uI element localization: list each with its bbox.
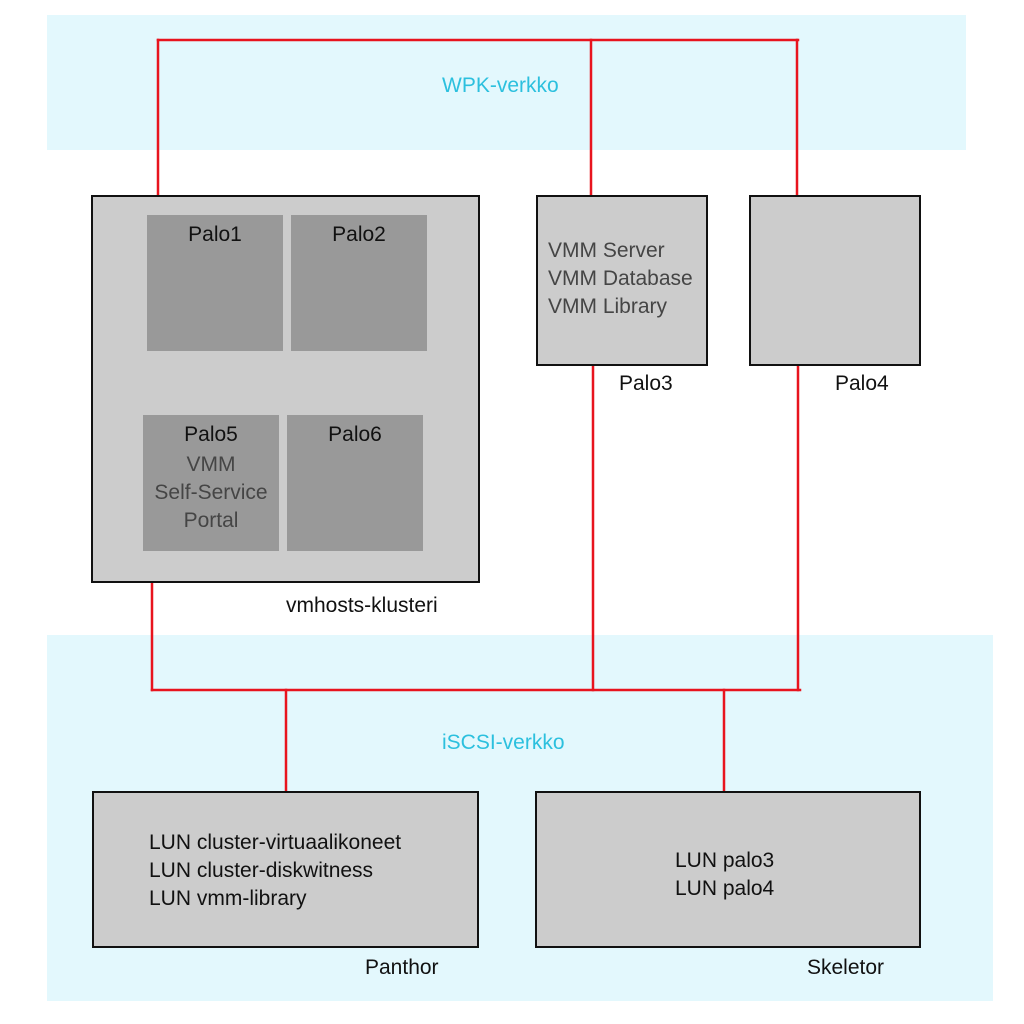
panthor-caption: Panthor — [365, 956, 439, 979]
blade-palo2: Palo2 — [291, 215, 427, 351]
palo5-role-line: Portal — [183, 509, 239, 532]
lun-item: LUN cluster-diskwitness — [149, 859, 374, 882]
wpk-network-zone — [47, 15, 966, 150]
palo3-role-line: VMM Database — [548, 267, 693, 290]
vmhosts-cluster-caption: vmhosts-klusteri — [286, 594, 438, 617]
skeletor-storage: LUN palo3 LUN palo4 — [535, 791, 921, 948]
iscsi-network-label: iSCSI-verkko — [442, 731, 565, 754]
blade-palo5-roles: VMM Self-Service Portal — [143, 451, 279, 535]
blade-palo1: Palo1 — [147, 215, 283, 351]
palo3-caption: Palo3 — [619, 372, 673, 395]
palo5-role-line: Self-Service — [154, 481, 268, 504]
palo4-caption: Palo4 — [835, 372, 889, 395]
skeletor-lun-list: LUN palo3 LUN palo4 — [675, 847, 774, 903]
palo3-server: VMM Server VMM Database VMM Library — [536, 195, 708, 366]
blade-palo6: Palo6 — [287, 415, 423, 551]
palo3-role-line: VMM Library — [548, 295, 668, 318]
lun-item: LUN palo4 — [675, 877, 775, 900]
palo3-roles: VMM Server VMM Database VMM Library — [548, 237, 693, 321]
blade-palo5-label: Palo5 — [184, 423, 238, 446]
palo3-role-line: VMM Server — [548, 239, 665, 262]
lun-item: LUN vmm-library — [149, 887, 307, 910]
palo5-role-line: VMM — [186, 453, 236, 476]
blade-palo6-label: Palo6 — [328, 423, 382, 446]
lun-item: LUN palo3 — [675, 849, 775, 872]
palo4-server — [749, 195, 921, 366]
lun-item: LUN cluster-virtuaalikoneet — [149, 831, 402, 854]
skeletor-caption: Skeletor — [807, 956, 885, 979]
blade-palo1-label: Palo1 — [188, 223, 242, 246]
panthor-storage: LUN cluster-virtuaalikoneet LUN cluster-… — [92, 791, 479, 948]
wpk-network-label: WPK-verkko — [442, 74, 559, 97]
blade-palo2-label: Palo2 — [332, 223, 386, 246]
blade-palo5: Palo5 VMM Self-Service Portal — [143, 415, 279, 551]
panthor-lun-list: LUN cluster-virtuaalikoneet LUN cluster-… — [149, 829, 401, 913]
vmhosts-cluster: Palo1 Palo2 Palo5 VMM Self-Service Porta… — [91, 195, 480, 583]
